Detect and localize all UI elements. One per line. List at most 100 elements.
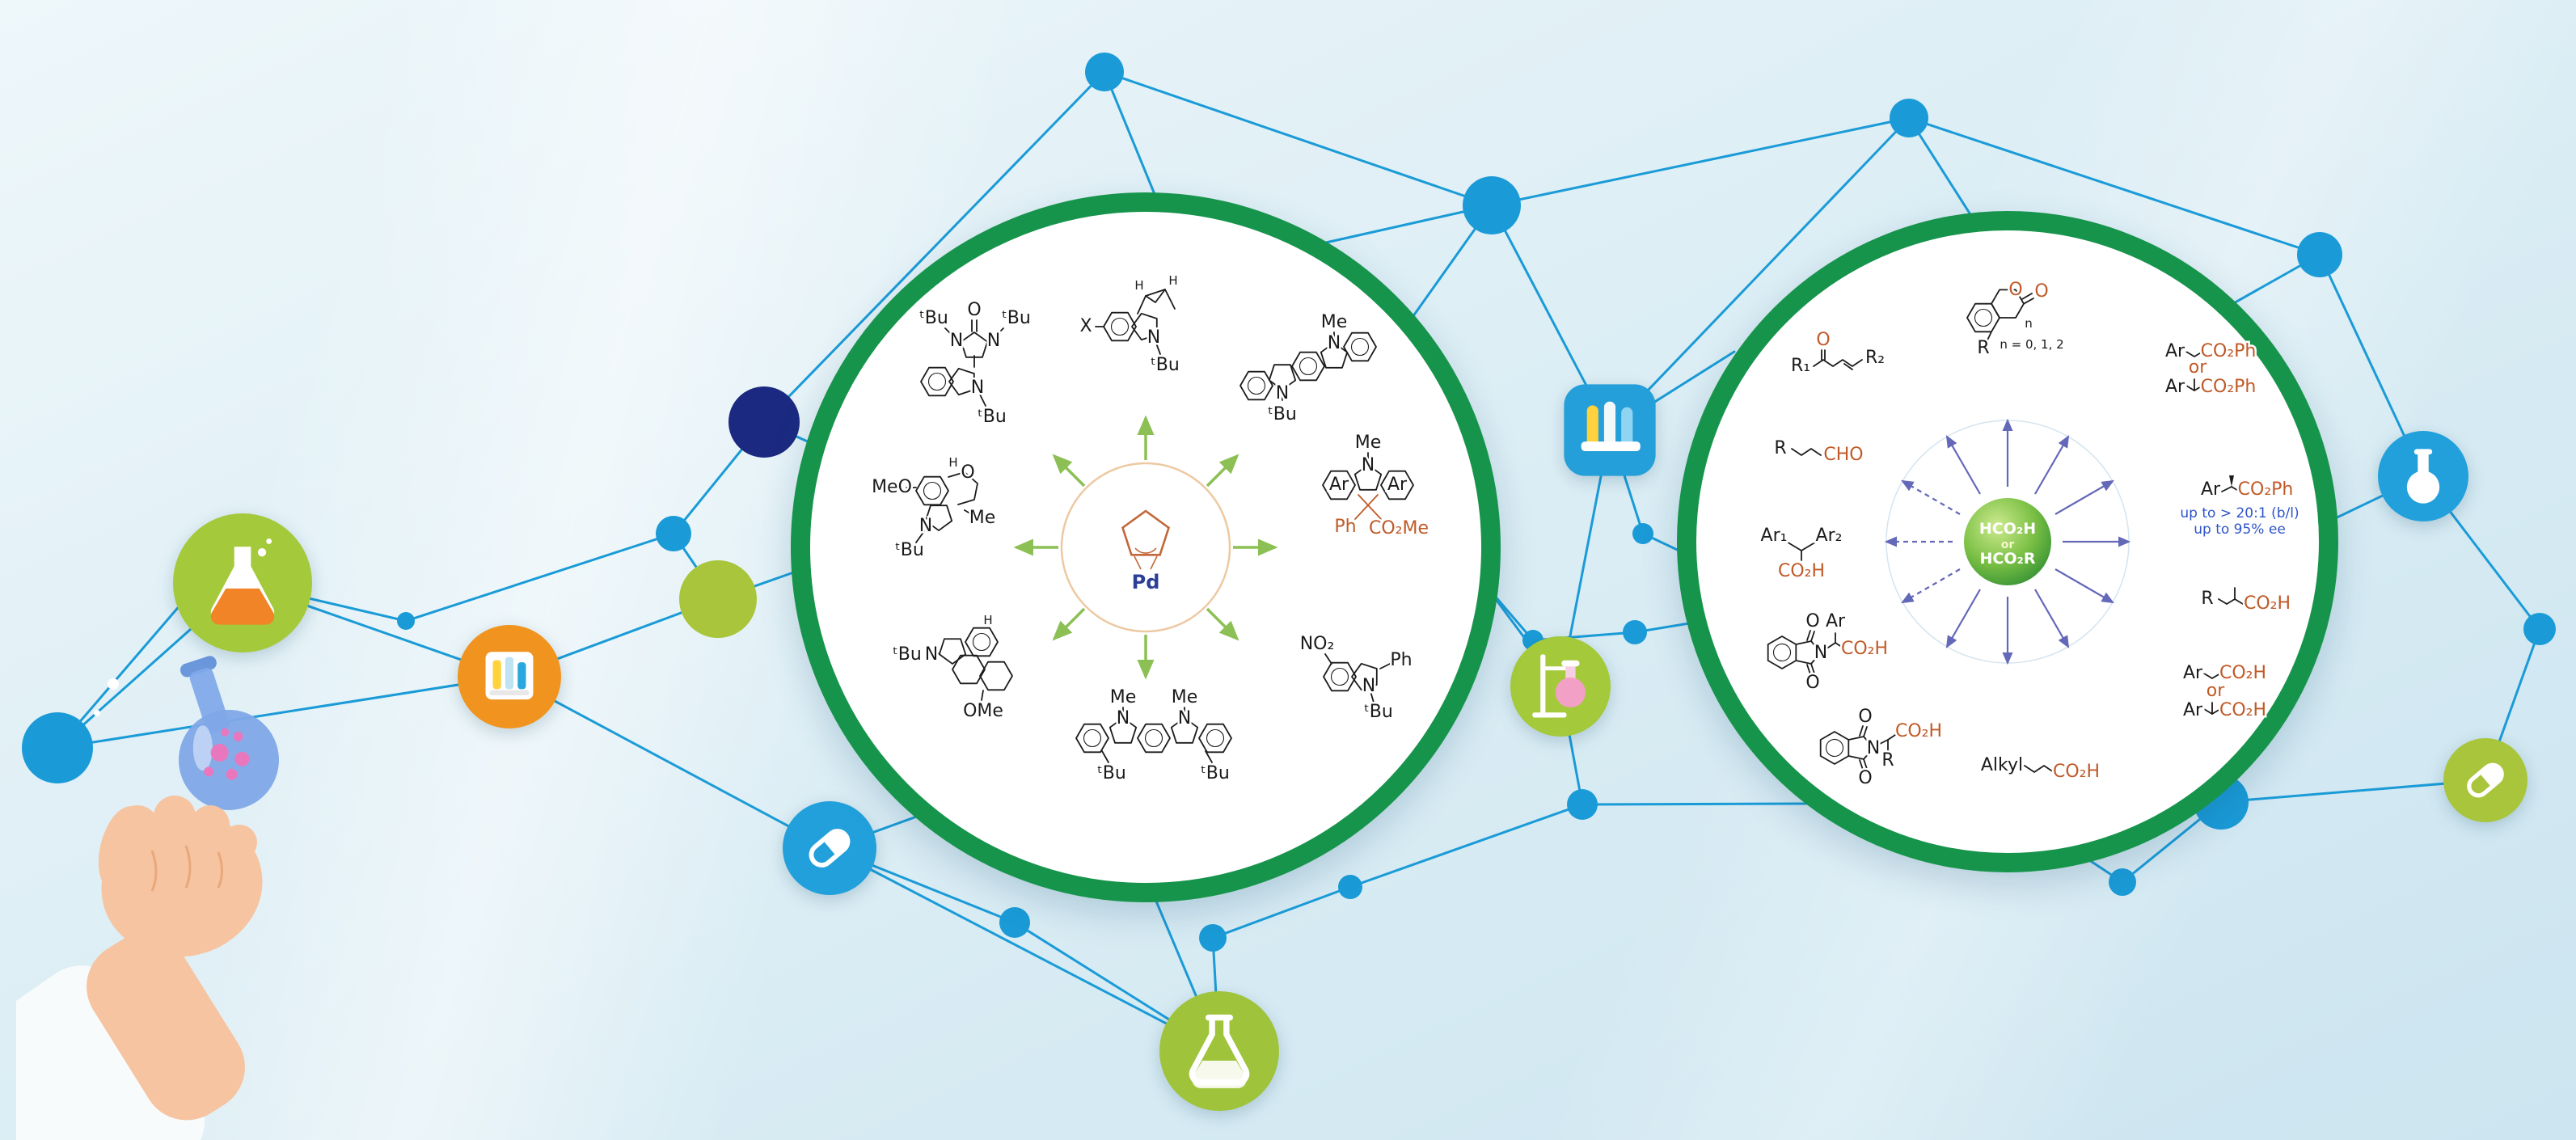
ar-label: Ar <box>2165 341 2185 361</box>
ar-label: Ar <box>1329 475 1349 495</box>
ome-label: OMe <box>963 701 1003 721</box>
carbonyl-o-label: O <box>2034 281 2048 302</box>
products-art: HCO₂H or HCO₂R O O n R n = 0, 1, 2 <box>1759 278 2299 791</box>
flask-icon-green-bottom <box>1159 991 1279 1111</box>
n-label: N <box>1328 333 1341 353</box>
bonds <box>2185 351 2203 391</box>
structure-spirooxindole-urea: N ᵗBu N N ᵗBu ᵗBu O <box>918 298 1033 429</box>
olive-node <box>679 560 757 638</box>
bonds <box>906 471 978 543</box>
me-label: Me <box>1321 312 1348 332</box>
o-label: O <box>967 300 981 320</box>
n-label: N <box>1867 738 1880 758</box>
pd-scope-art: Pd <box>870 272 1431 786</box>
ph-label: Ph <box>1334 517 1356 537</box>
product-branched-ester: Ar CO₂Ph up to > 20:1 (b/l) up to 95% ee <box>2180 475 2299 538</box>
lab-stand-flask-icon <box>1510 636 1611 737</box>
co2h-label: CO₂H <box>2219 700 2266 720</box>
ar-label: Ar <box>2165 377 2185 397</box>
capsule-icon-green-right <box>2443 738 2527 822</box>
hco2r-label: HCO₂R <box>1980 550 2036 568</box>
hand-flask-illustration <box>0 606 396 1140</box>
product-phthalimide-aryl-acid: N O O Ar CO₂H <box>1760 610 1890 695</box>
tbu-label: ᵗBu <box>893 644 922 665</box>
ar-label: Ar <box>2183 700 2203 720</box>
tbu-label: ᵗBu <box>1364 702 1393 722</box>
network-node <box>2523 613 2556 645</box>
network-node <box>1338 875 1362 899</box>
n-label: N <box>950 331 963 351</box>
r1-label: R₁ <box>1791 356 1810 376</box>
o-label: O <box>961 462 974 483</box>
flask-icon-green-left <box>173 513 312 652</box>
hco2h-label: HCO₂H <box>1979 520 2036 538</box>
n-label: N <box>1117 708 1130 728</box>
me-label: Me <box>969 508 996 528</box>
co2h-label: CO₂H <box>1841 639 1888 659</box>
tbu-label: ᵗBu <box>1151 355 1180 375</box>
n-label: N <box>1362 676 1375 696</box>
n-note: n = 0, 1, 2 <box>2000 337 2063 352</box>
tbu-label: ᵗBu <box>1201 763 1230 783</box>
tbu-label: ᵗBu <box>1002 308 1031 328</box>
pd-label: Pd <box>1132 571 1160 593</box>
product-aryl-acids: Ar CO₂H or Ar CO₂H <box>2181 661 2268 723</box>
product-aldehyde: R CHO <box>1772 437 1865 467</box>
o-label: O <box>1858 707 1872 727</box>
pd-catalysis-circle: Pd <box>791 192 1501 902</box>
o-label: O <box>1816 330 1830 350</box>
r2-label: R₂ <box>1865 348 1885 368</box>
structure-nitrophenyl-indole: NO₂ Ph N ᵗBu <box>1298 632 1414 724</box>
product-benzolactone: O O n R n = 0, 1, 2 <box>1966 278 2066 361</box>
network-node <box>999 907 1030 938</box>
or-label: or <box>2206 681 2225 701</box>
structure-indolocarbazole-top: N Me N ᵗBu <box>1239 310 1377 427</box>
test-tubes-icon <box>1562 382 1658 478</box>
n-label: N <box>1178 708 1191 728</box>
reagent-rack-icon-orange <box>458 625 561 728</box>
flask-in-hand-icon <box>178 656 279 810</box>
product-phthalimide-alkyl-acid: N O O R CO₂H <box>1813 705 1945 791</box>
h-label: H <box>948 455 957 470</box>
h-label: H <box>983 613 992 627</box>
network-node <box>656 516 691 551</box>
o-label: O <box>1858 768 1872 788</box>
alkyl-label: Alkyl <box>1981 755 2023 775</box>
structure-indolocarbazole-bottom: N N Me Me ᵗBu ᵗBu <box>1075 686 1232 786</box>
co2h-label: CO₂H <box>2053 762 2100 782</box>
bonds <box>1075 707 1232 763</box>
ar2-label: Ar₂ <box>1816 526 1843 546</box>
ee-note: up to 95% ee <box>2194 521 2286 538</box>
me-label: Me <box>1172 687 1198 707</box>
ar-label: Ar <box>2201 479 2221 500</box>
bonds <box>1784 540 1818 561</box>
sparkle <box>108 678 119 690</box>
bonds <box>1966 289 2034 343</box>
co2h-label: CO₂H <box>1778 561 1825 581</box>
bonds <box>1791 448 1822 456</box>
bonds <box>1095 289 1176 355</box>
product-aryl-esters: Ar CO₂Ph or Ar CO₂Ph <box>2163 340 2257 399</box>
formic-acid-sphere: HCO₂H or HCO₂R <box>1964 498 2051 585</box>
network-nodes <box>22 53 2556 952</box>
pd-center-motif: Pd <box>1060 462 1231 633</box>
co2ph-label: CO₂Ph <box>2201 377 2257 397</box>
product-branched-acid: R CO₂H <box>2199 587 2293 616</box>
formic-acid-products-circle: HCO₂H or HCO₂R O O n R n = 0, 1, 2 <box>1677 211 2338 872</box>
hand-flask-art <box>0 656 279 1140</box>
co2ph-label: CO₂Ph <box>2238 479 2294 500</box>
network-node <box>1085 53 1124 91</box>
h-label: H <box>1134 278 1143 293</box>
tbu-label: ᵗBu <box>1097 763 1126 783</box>
ar-label: Ar <box>1387 475 1408 495</box>
network-node <box>1632 523 1653 544</box>
bonds <box>1813 349 1863 370</box>
tbu-label: ᵗBu <box>978 407 1007 427</box>
structure-norbornene-indoline: X H H N ᵗBu <box>1078 272 1181 378</box>
navy-node <box>728 386 800 458</box>
ar-label: Ar <box>1826 611 1846 631</box>
new-bonds <box>1354 494 1382 520</box>
r-label: R <box>1881 750 1894 771</box>
n-label: N <box>1276 383 1289 403</box>
